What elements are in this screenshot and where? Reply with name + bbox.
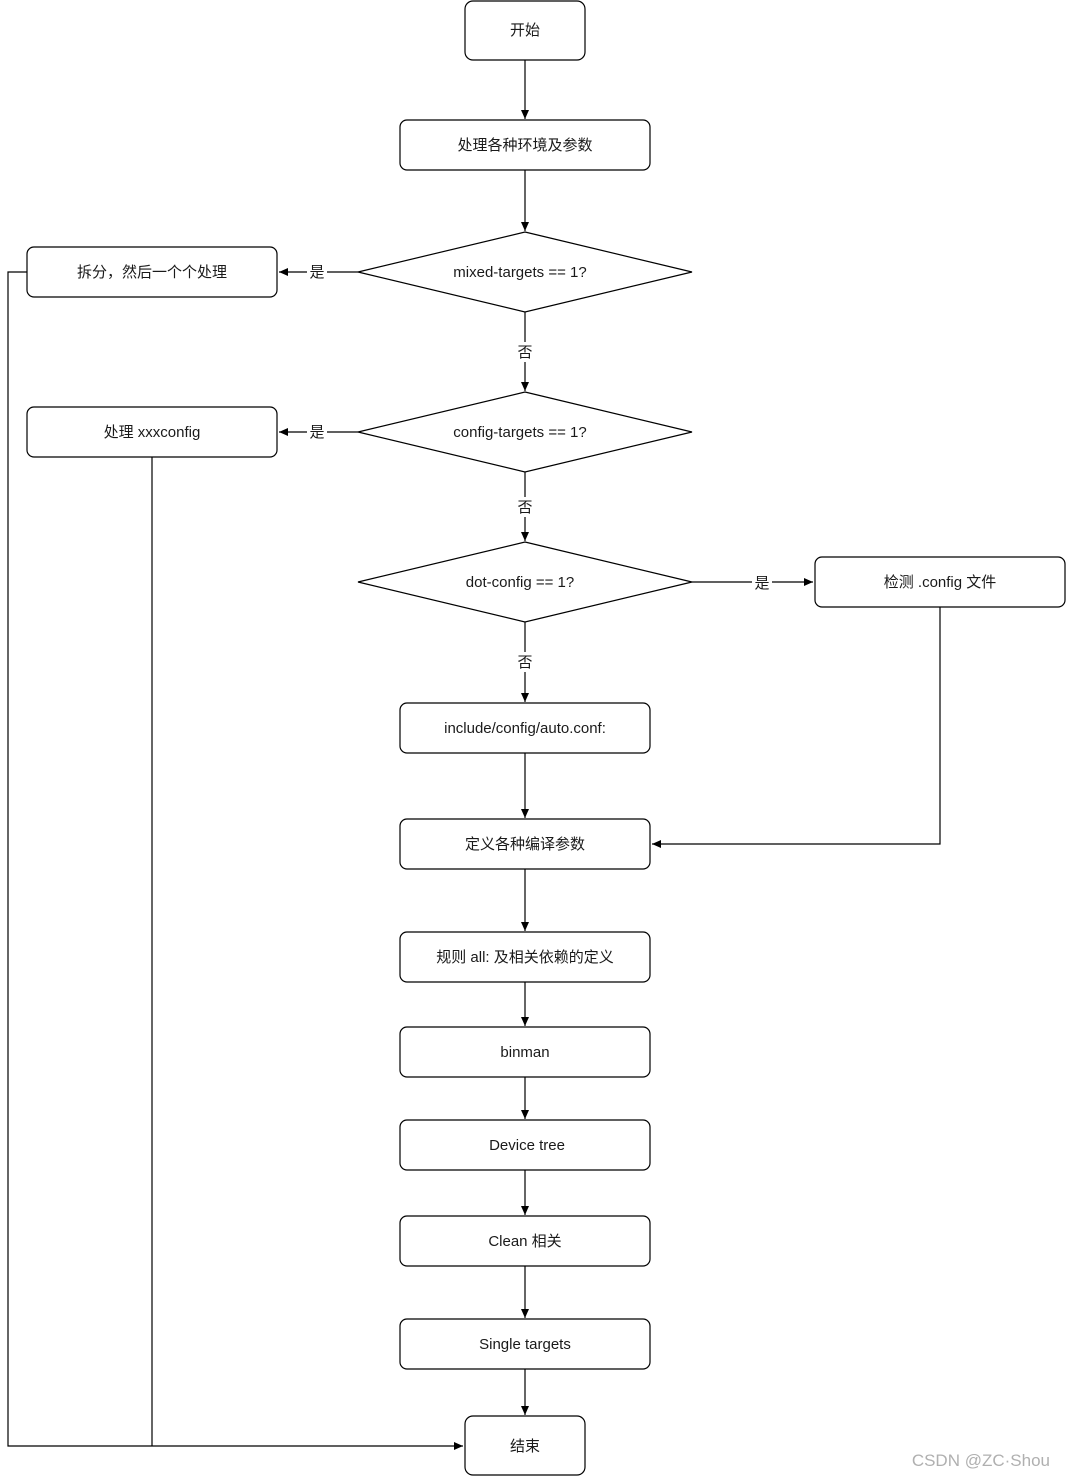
- svg-text:是: 是: [309, 424, 324, 441]
- mixed-targets-decision: mixed-targets == 1?: [357, 231, 693, 313]
- edge-check-to-define: [652, 607, 941, 848]
- svg-text:是: 是: [754, 575, 769, 592]
- edges: [7, 60, 941, 1450]
- svg-text:否: 否: [517, 344, 532, 361]
- binman-label: binman: [500, 1044, 549, 1061]
- rule-all-node: 规则 all: 及相关依赖的定义: [399, 931, 651, 983]
- watermark: CSDN @ZC·Shou: [912, 1451, 1050, 1470]
- dot-config-label: dot-config == 1?: [466, 574, 574, 591]
- define-params-label: 定义各种编译参数: [465, 836, 585, 853]
- edge-label-mixed-yes: 是: [307, 262, 327, 282]
- split-process-node: 拆分，然后一个个处理: [26, 246, 278, 298]
- clean-label: Clean 相关: [488, 1233, 561, 1250]
- svg-text:否: 否: [517, 654, 532, 671]
- edge-label-config-yes: 是: [307, 422, 327, 442]
- single-targets-label: Single targets: [479, 1336, 571, 1353]
- clean-node: Clean 相关: [399, 1215, 651, 1267]
- start-label: 开始: [510, 22, 540, 39]
- end-node: 结束: [464, 1415, 586, 1476]
- edge-labels: 是 否 是 否 是 否: [307, 262, 772, 672]
- device-tree-label: Device tree: [489, 1137, 565, 1154]
- auto-conf-label: include/config/auto.conf:: [444, 720, 606, 737]
- process-xxxconfig-node: 处理 xxxconfig: [26, 406, 278, 458]
- config-targets-label: config-targets == 1?: [453, 424, 586, 441]
- mixed-targets-label: mixed-targets == 1?: [453, 264, 586, 281]
- process-env-label: 处理各种环境及参数: [457, 136, 592, 154]
- auto-conf-node: include/config/auto.conf:: [399, 702, 651, 754]
- check-config-file-node: 检测 .config 文件: [814, 556, 1066, 608]
- edge-label-config-no: 否: [515, 497, 535, 517]
- check-config-file-label: 检测 .config 文件: [884, 574, 997, 591]
- config-targets-decision: config-targets == 1?: [357, 391, 693, 473]
- edge-label-mixed-no: 否: [515, 342, 535, 362]
- svg-text:否: 否: [517, 499, 532, 516]
- device-tree-node: Device tree: [399, 1119, 651, 1171]
- edge-split-to-end: [7, 271, 463, 1450]
- binman-node: binman: [399, 1026, 651, 1078]
- start-node: 开始: [464, 0, 586, 61]
- edge-label-dot-yes: 是: [752, 572, 772, 592]
- svg-text:是: 是: [309, 264, 324, 281]
- edge-label-dot-no: 否: [515, 652, 535, 672]
- dot-config-decision: dot-config == 1?: [357, 541, 693, 623]
- split-process-label: 拆分，然后一个个处理: [77, 264, 227, 281]
- define-params-node: 定义各种编译参数: [399, 818, 651, 870]
- single-targets-node: Single targets: [399, 1318, 651, 1370]
- end-label: 结束: [510, 1438, 540, 1455]
- process-env-node: 处理各种环境及参数: [399, 119, 651, 171]
- process-xxxconfig-label: 处理 xxxconfig: [104, 424, 201, 441]
- rule-all-label: 规则 all: 及相关依赖的定义: [436, 949, 614, 966]
